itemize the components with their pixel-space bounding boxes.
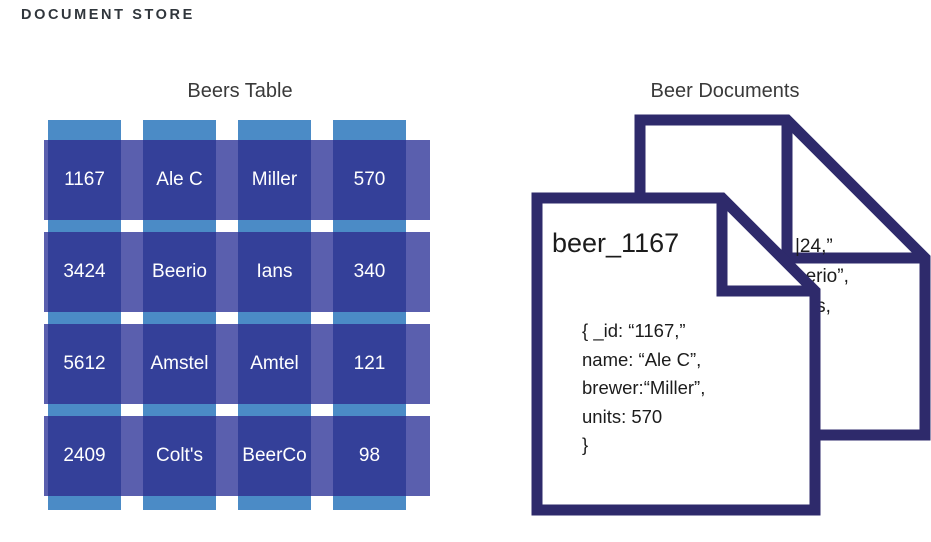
table-cell: 2409 xyxy=(48,416,121,496)
beer-documents-heading: Beer Documents xyxy=(650,80,800,102)
table-cell: 3424 xyxy=(48,232,121,312)
table-cell: 98 xyxy=(333,416,406,496)
table-cell: 1167 xyxy=(48,140,121,220)
table-cell: 570 xyxy=(333,140,406,220)
table-cell: 340 xyxy=(333,232,406,312)
table-cell: Colt's xyxy=(143,416,216,496)
table-cell: Beerio xyxy=(143,232,216,312)
beer-documents-panel: Beer Documents |24,” eerio”, ans, beer_1… xyxy=(500,0,931,542)
beers-table-panel: Beers Table 1167 Ale C Miller 570 3424 B… xyxy=(44,80,430,510)
table-cell: 121 xyxy=(333,324,406,404)
front-document-title: beer_1167 xyxy=(552,228,680,258)
table-cell: Ale C xyxy=(143,140,216,220)
table-cell: Amstel xyxy=(143,324,216,404)
page-title: DOCUMENT STORE xyxy=(21,7,195,23)
front-document-shape xyxy=(531,192,821,516)
table-cell: Ians xyxy=(238,232,311,312)
beers-table-heading: Beers Table xyxy=(187,80,293,102)
table-cell: Amtel xyxy=(238,324,311,404)
table-cell: 5612 xyxy=(48,324,121,404)
table-cell: Miller xyxy=(238,140,311,220)
table-cell: BeerCo xyxy=(238,416,311,496)
front-document-body: { _id: “1167,” name: “Ale C”, brewer:“Mi… xyxy=(582,320,706,455)
